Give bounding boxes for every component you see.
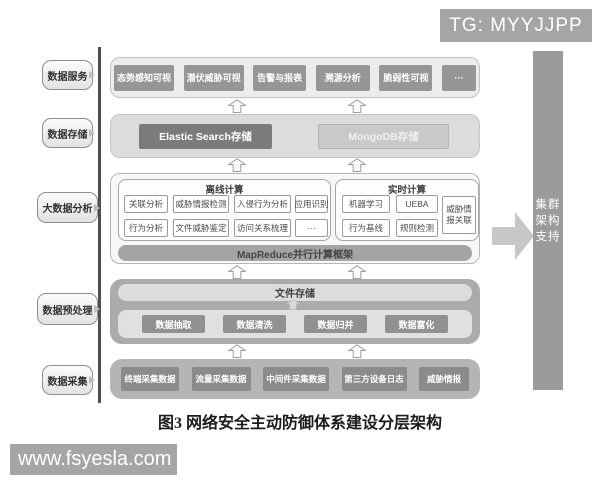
mapreduce-framework-bar: MapReduce并行计算框架 [118, 245, 472, 261]
data-collection-layer: 终端采集数据 流量采集数据 中间件采集数据 第三方设备日志 威胁情报 [110, 359, 480, 399]
preprocess-item-clean: 数据清洗 [223, 315, 286, 333]
watermark-website: www.fsyesla.com [10, 444, 177, 475]
layer-label-bigdata-analysis: 大数据分析 [37, 192, 100, 223]
collection-item-thirdparty-logs: 第三方设备日志 [341, 367, 407, 391]
preprocess-item-merge: 数据归并 [304, 315, 367, 333]
preprocess-item-extract: 数据抽取 [142, 315, 205, 333]
up-arrow-icon [228, 158, 246, 172]
offline-item-correlation-analysis: 关联分析 [124, 195, 168, 213]
layer-label-preprocessing: 数据预处理 [37, 293, 100, 325]
service-item-vulnerability: 脆弱性可视 [379, 64, 433, 91]
layer-axis-line [98, 47, 101, 403]
cluster-support-label: 集群架构支持 [535, 198, 561, 243]
up-arrow-icon [348, 158, 366, 172]
offline-item-app-identification: 应用识别 [295, 195, 329, 213]
service-item-more: ··· [441, 64, 476, 91]
collection-item-middleware: 中间件采集数据 [263, 367, 329, 391]
up-arrow-icon [348, 344, 366, 358]
data-preprocessing-layer: 文件存储 数据抽取 数据清洗 数据归并 数据富化 [110, 279, 480, 344]
collection-item-threat-intel: 威胁情报 [419, 367, 469, 391]
collection-item-terminal: 终端采集数据 [121, 367, 179, 391]
watermark-telegram: TG: MYYJJPP [440, 9, 592, 42]
preprocess-item-enrich: 数据富化 [385, 315, 448, 333]
layer-label-data-storage: 数据存储 [42, 118, 95, 148]
up-arrow-icon [286, 299, 300, 310]
realtime-item-threat-intel-correlation: 威胁情报关联 [442, 196, 476, 234]
offline-computing-group: 离线计算 关联分析 威胁情报检测 入侵行为分析 应用识别 行为分析 文件威胁鉴定… [118, 179, 331, 241]
offline-item-more: ··· [295, 219, 328, 237]
realtime-item-machine-learning: 机器学习 [342, 195, 390, 213]
big-data-analysis-layer: 离线计算 关联分析 威胁情报检测 入侵行为分析 应用识别 行为分析 文件威胁鉴定… [110, 173, 480, 264]
layer-label-data-collection: 数据采集 [42, 365, 95, 395]
offline-item-behavior-analysis: 行为分析 [124, 219, 168, 237]
data-storage-layer: Elastic Search存储 MongoDB存储 [110, 114, 480, 158]
realtime-item-ueba: UEBA [396, 195, 438, 213]
up-arrow-icon [228, 265, 246, 279]
realtime-item-rule-detection: 规则检测 [396, 219, 438, 237]
right-arrow-icon [492, 212, 534, 260]
up-arrow-icon [348, 99, 366, 113]
service-item-latent-threat: 潜伏威胁可视 [183, 64, 244, 91]
realtime-computing-title: 实时计算 [387, 185, 426, 196]
preprocessing-steps-box: 数据抽取 数据清洗 数据归并 数据富化 [118, 310, 472, 338]
figure-caption: 图3 网络安全主动防御体系建设分层架构 [157, 415, 442, 432]
offline-item-file-threat: 文件威胁鉴定 [173, 219, 229, 237]
collection-item-traffic: 流量采集数据 [191, 367, 251, 391]
up-arrow-icon [228, 344, 246, 358]
service-item-alert-report: 告警与报表 [253, 64, 307, 91]
elastic-search-storage-box: Elastic Search存储 [139, 124, 272, 149]
service-item-trace-analysis: 溯源分析 [315, 64, 370, 91]
mongodb-storage-box: MongoDB存储 [318, 124, 449, 149]
file-storage-bar: 文件存储 [118, 284, 472, 301]
offline-item-access-relation: 访问关系梳理 [234, 219, 291, 237]
up-arrow-icon [228, 99, 246, 113]
offline-computing-title: 离线计算 [205, 185, 244, 196]
data-service-layer: 态势感知可视 潜伏威胁可视 告警与报表 溯源分析 脆弱性可视 ··· [110, 57, 480, 98]
up-arrow-icon [348, 265, 366, 279]
layer-label-data-service: 数据服务 [42, 60, 95, 90]
offline-item-threat-intel-detection: 威胁情报检测 [173, 195, 229, 213]
realtime-computing-group: 实时计算 机器学习 UEBA 行为基线 规则检测 威胁情报关联 [335, 179, 479, 241]
cluster-support-bar: 集群架构支持 [533, 51, 563, 390]
realtime-item-behavior-baseline: 行为基线 [342, 219, 390, 237]
service-item-situation-awareness: 态势感知可视 [114, 64, 174, 91]
offline-item-intrusion-behavior: 入侵行为分析 [234, 195, 291, 213]
